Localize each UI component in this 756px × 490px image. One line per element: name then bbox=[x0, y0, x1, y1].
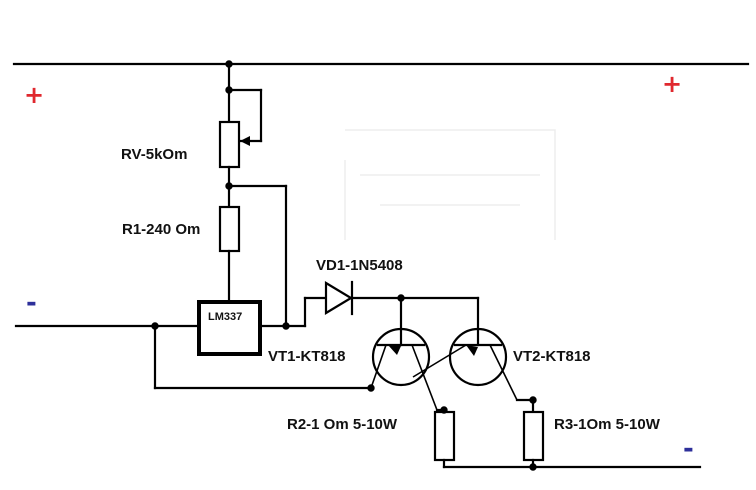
minus-sign-right: - bbox=[683, 434, 694, 464]
plus-sign-left: + bbox=[24, 81, 44, 109]
junction-dots bbox=[151, 60, 537, 471]
potentiometer-rv bbox=[218, 62, 263, 209]
diode-vd1 bbox=[324, 280, 354, 316]
minus-sign-left: - bbox=[26, 288, 37, 318]
resistor-r2 bbox=[433, 410, 456, 469]
plus-sign-right: + bbox=[662, 70, 682, 98]
resistor-r1 bbox=[218, 205, 241, 304]
background-artifact bbox=[344, 129, 556, 240]
label-vt2: VT2-KT818 bbox=[513, 348, 591, 365]
label-r3: R3-1Om 5-10W bbox=[554, 416, 661, 433]
label-r1: R1-240 Om bbox=[122, 221, 200, 238]
label-vd1: VD1-1N5408 bbox=[316, 257, 403, 274]
transistor-vt1 bbox=[370, 296, 438, 411]
label-r2: R2-1 Om 5-10W bbox=[287, 416, 398, 433]
regulator-label: LM337 bbox=[208, 311, 242, 323]
transistor-vt2 bbox=[412, 296, 518, 401]
regulator-lm337: LM337 bbox=[197, 300, 262, 356]
resistor-r3 bbox=[522, 410, 545, 469]
label-rv: RV-5kOm bbox=[121, 146, 187, 163]
label-vt1: VT1-KT818 bbox=[268, 348, 346, 365]
